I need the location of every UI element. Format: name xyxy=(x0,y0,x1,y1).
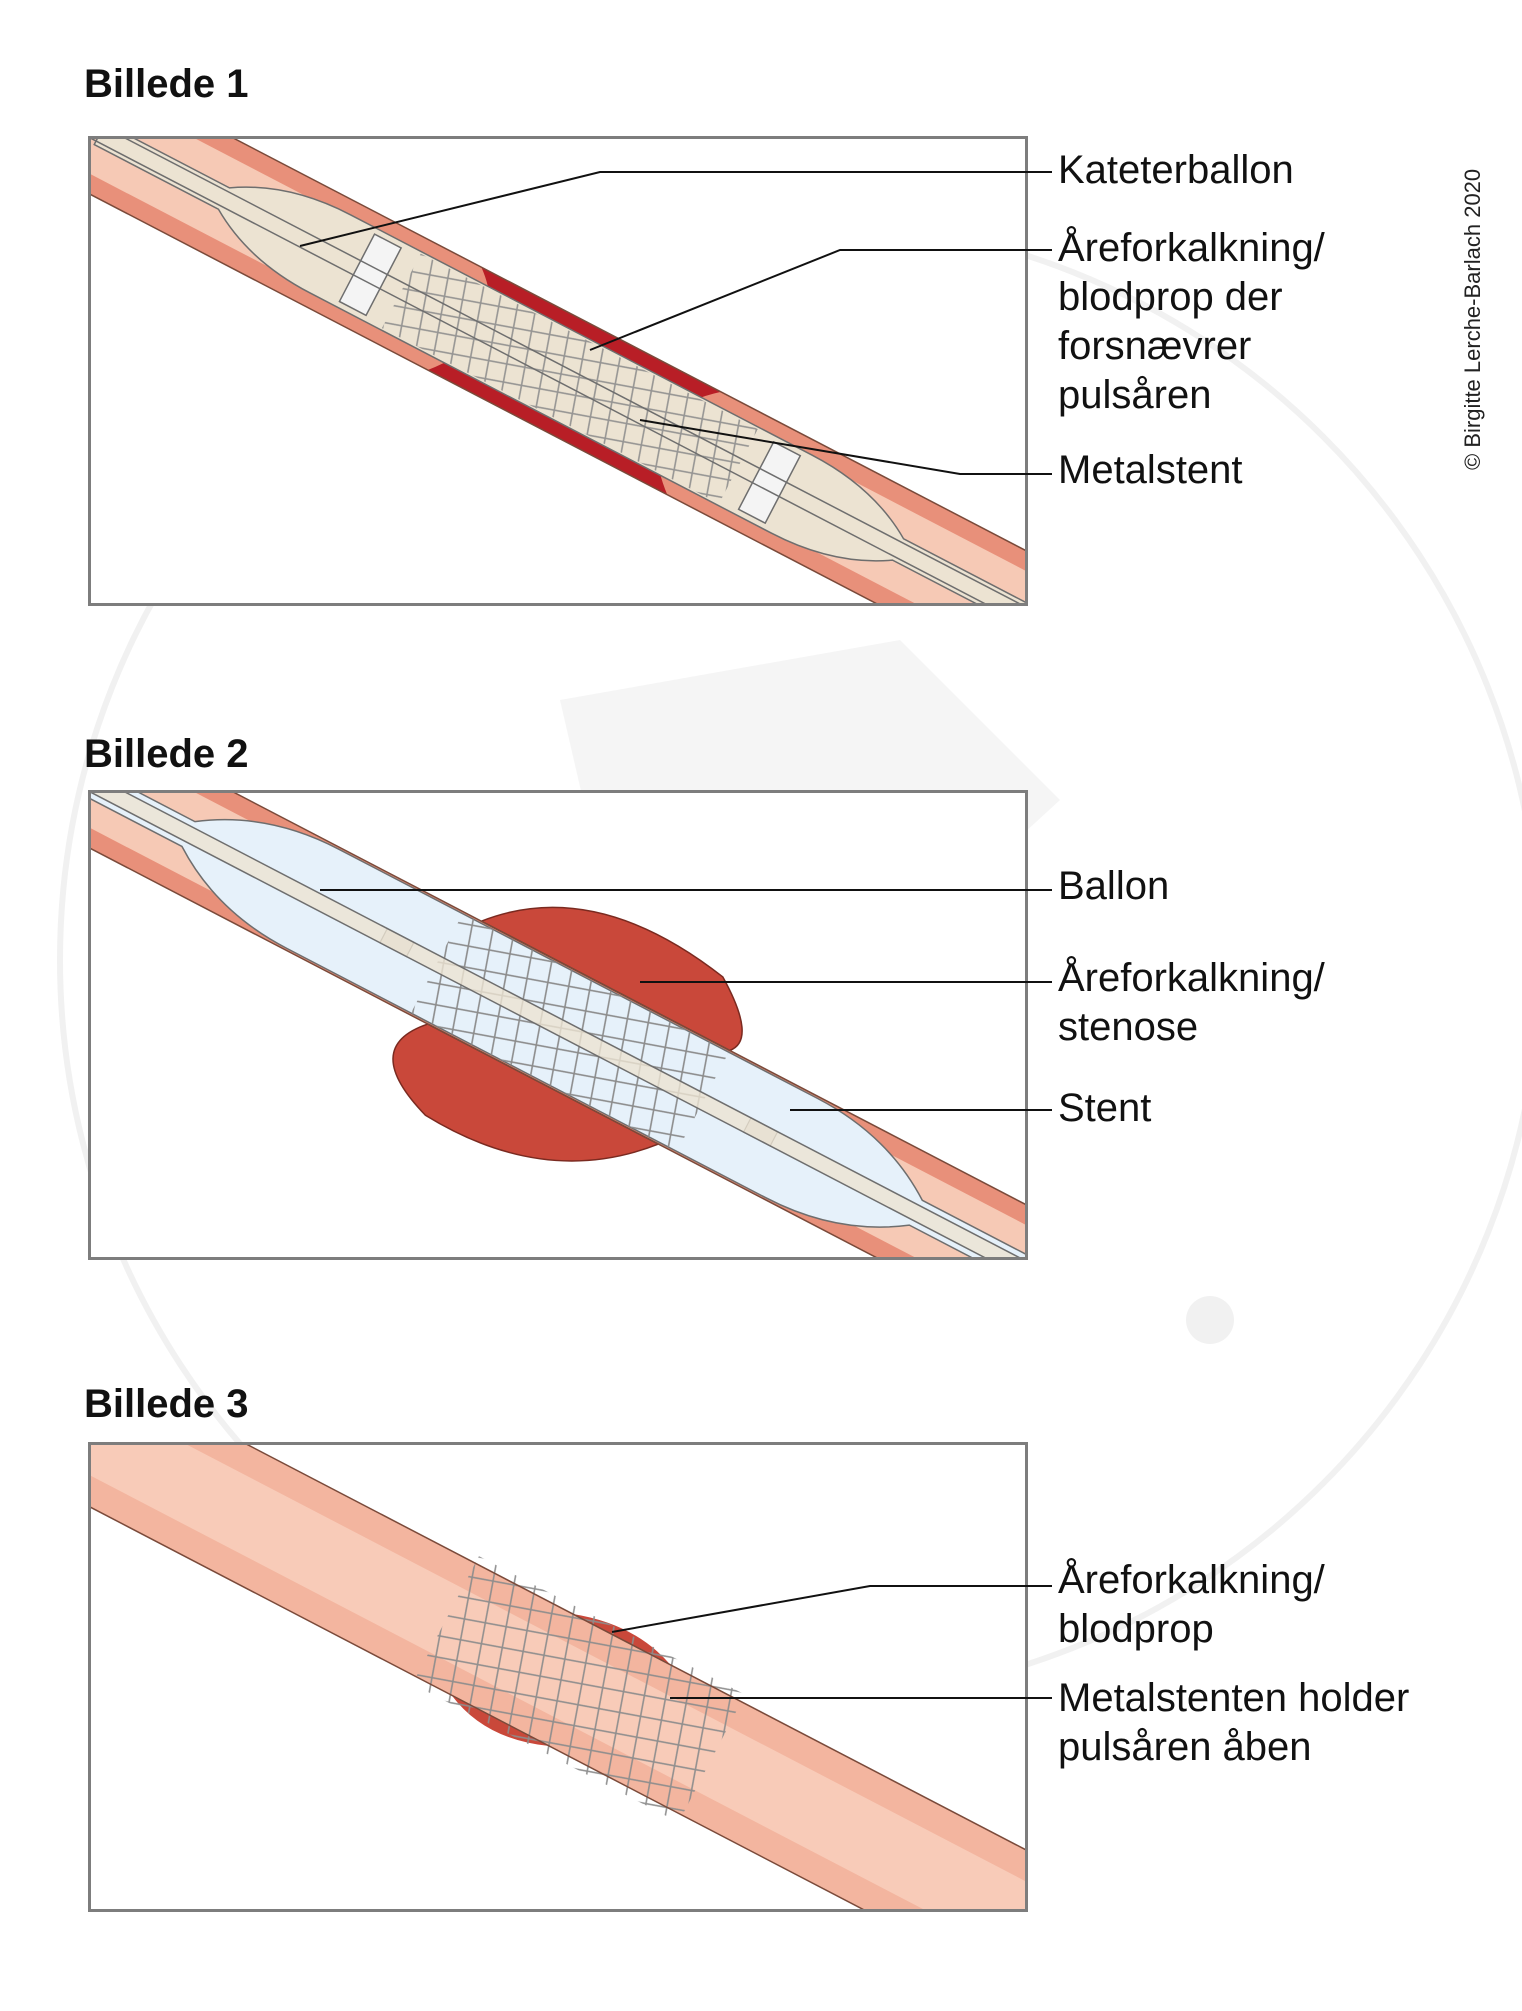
panel-2-illustration xyxy=(88,790,1028,1260)
panel-3-illustration xyxy=(88,1442,1028,1912)
panel-1-illustration xyxy=(88,136,1028,606)
label-plaque-1: Åreforkalkning/ blodprop der forsnævrer … xyxy=(1058,226,1325,417)
panel-2-heading: Billede 2 xyxy=(84,732,249,776)
label-ballon: Ballon xyxy=(1058,864,1170,908)
panel-3-heading: Billede 3 xyxy=(84,1382,249,1426)
copyright-notice: © Birgitte Lerche-Barlach 2020 xyxy=(1460,168,1485,470)
label-metalstent: Metalstent xyxy=(1058,448,1243,492)
label-plaque-3: Åreforkalkning/ blodprop xyxy=(1058,1558,1325,1651)
label-kateterballon: Kateterballon xyxy=(1058,148,1294,192)
panel-1-heading: Billede 1 xyxy=(84,62,249,106)
stent-mesh xyxy=(381,253,758,504)
expanded-stent xyxy=(412,1556,746,1823)
label-stent-holds-open: Metalstenten holder pulsåren åben xyxy=(1058,1676,1410,1769)
stenosis xyxy=(392,906,743,1162)
label-stenose: Åreforkalkning/ stenose xyxy=(1058,956,1325,1049)
label-stent: Stent xyxy=(1058,1086,1152,1130)
